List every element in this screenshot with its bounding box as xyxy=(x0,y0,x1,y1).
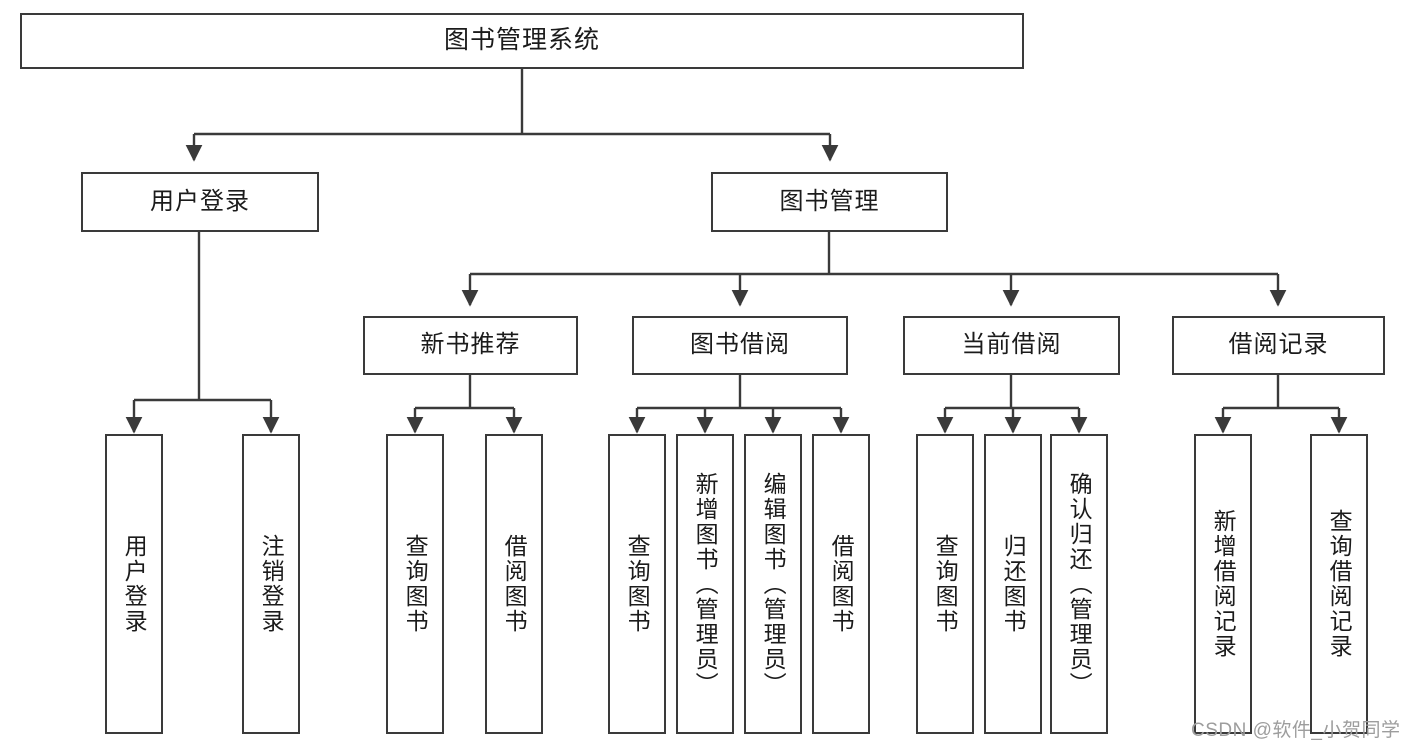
node-current-borrow[interactable]: 当前借阅 xyxy=(903,316,1120,375)
node-label: 借阅图书 xyxy=(501,534,528,634)
node-label: 归还图书 xyxy=(1000,534,1027,634)
leaf-query-borrow-record[interactable]: 查询借阅记录 xyxy=(1310,434,1368,734)
node-label: 确认归还（管理员） xyxy=(1066,471,1093,697)
leaf-add-borrow-record[interactable]: 新增借阅记录 xyxy=(1194,434,1252,734)
node-label: 新增图书（管理员） xyxy=(692,471,719,697)
node-book-borrow[interactable]: 图书借阅 xyxy=(632,316,848,375)
node-label: 编辑图书（管理员） xyxy=(760,471,787,697)
node-label: 图书借阅 xyxy=(690,331,790,359)
node-label: 查询图书 xyxy=(402,534,429,634)
leaf-query-book-recommend[interactable]: 查询图书 xyxy=(386,434,444,734)
leaf-query-book-borrow[interactable]: 查询图书 xyxy=(608,434,666,734)
node-label: 查询图书 xyxy=(624,534,651,634)
leaf-return-book[interactable]: 归还图书 xyxy=(984,434,1042,734)
node-root-library-system[interactable]: 图书管理系统 xyxy=(20,13,1024,69)
leaf-borrow-book[interactable]: 借阅图书 xyxy=(812,434,870,734)
node-label: 用户登录 xyxy=(150,187,250,215)
node-new-book-recommend[interactable]: 新书推荐 xyxy=(363,316,578,375)
leaf-borrow-book-recommend[interactable]: 借阅图书 xyxy=(485,434,543,734)
csdn-watermark: CSDN @软件_小贺同学 xyxy=(1191,720,1401,741)
node-label: 新书推荐 xyxy=(420,331,521,359)
leaf-confirm-return-admin[interactable]: 确认归还（管理员） xyxy=(1050,434,1108,734)
node-book-management[interactable]: 图书管理 xyxy=(711,172,948,232)
node-label: 当前借阅 xyxy=(961,331,1062,359)
leaf-user-login[interactable]: 用户登录 xyxy=(105,434,163,734)
leaf-edit-book-admin[interactable]: 编辑图书（管理员） xyxy=(744,434,802,734)
node-label: 新增借阅记录 xyxy=(1210,509,1237,659)
leaf-logout[interactable]: 注销登录 xyxy=(242,434,300,734)
node-label: 借阅图书 xyxy=(828,534,855,634)
leaf-query-book-current[interactable]: 查询图书 xyxy=(916,434,974,734)
node-label: 图书管理 xyxy=(779,187,880,215)
node-label: 注销登录 xyxy=(258,534,285,634)
node-borrow-record[interactable]: 借阅记录 xyxy=(1172,316,1385,375)
node-label: 查询图书 xyxy=(932,534,959,634)
node-label: 图书管理系统 xyxy=(443,26,600,55)
node-label: 用户登录 xyxy=(121,534,148,634)
node-user-login[interactable]: 用户登录 xyxy=(81,172,319,232)
leaf-add-book-admin[interactable]: 新增图书（管理员） xyxy=(676,434,734,734)
node-label: 借阅记录 xyxy=(1228,331,1329,359)
node-label: 查询借阅记录 xyxy=(1326,509,1353,659)
